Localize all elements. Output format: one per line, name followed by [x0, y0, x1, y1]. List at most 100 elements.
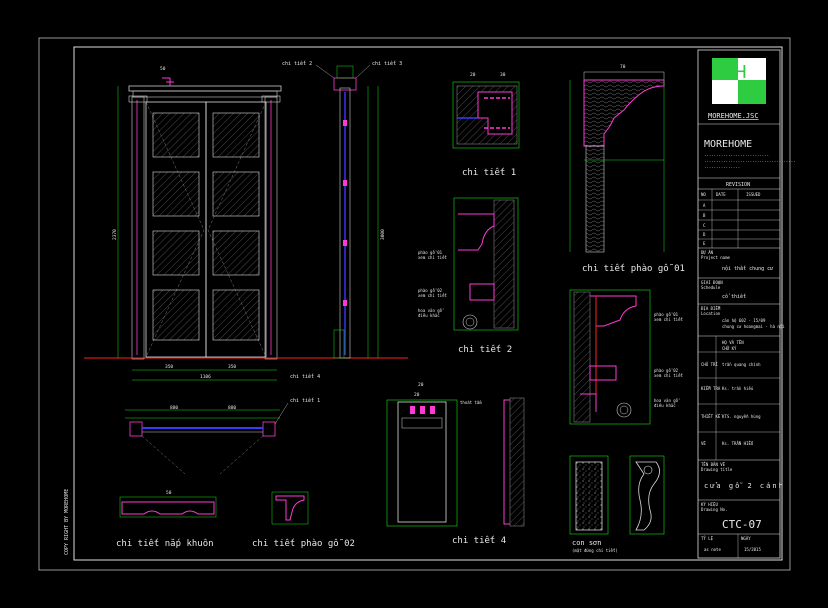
scale-value: as note: [704, 547, 721, 552]
label-detail-4: chi tiết 4: [452, 535, 506, 546]
note-deco2: điêu khắc: [418, 313, 440, 318]
brand-sub-0: ...........................: [704, 152, 769, 157]
label-detail-2: chi tiết 2: [458, 344, 512, 355]
location-line-0: căn hộ 602 - 15/09: [722, 318, 766, 323]
rev-row-e: E: [703, 241, 706, 246]
rev-row-b: B: [703, 213, 706, 218]
door-width-dim: 1106: [200, 374, 211, 380]
role-0: CHỦ TRÌ: [701, 362, 718, 367]
tag-detail-1: chi tiết 1: [290, 397, 320, 404]
drawing-title-label: TÊN BẢN VẼ: [701, 462, 726, 467]
company-logo: MH MOREHOME.JSC: [708, 58, 766, 120]
phase-label-en: Schedule: [701, 285, 721, 290]
note-d4: thoát tấm: [460, 400, 482, 405]
role-2-name: KTS. nguyễn hùng: [722, 414, 761, 419]
role-1: KIỂM TRA: [701, 386, 721, 391]
note-right-b2: xem chi tiết: [654, 373, 683, 378]
project-label-en: Project name: [701, 255, 730, 260]
tag-detail-3: chi tiết 3: [372, 60, 402, 67]
logo-letters: MH: [718, 62, 747, 83]
role-2: THIẾT KẾ: [701, 414, 722, 419]
console-detail: con sơn (mặt đứng chi tiết): [569, 455, 665, 553]
label-cornice-01: chi tiết phào gỗ 01: [582, 263, 685, 274]
detail-4: 20 20 thoát tấm chi tiết 4: [386, 382, 525, 546]
rev-col-issued: ISSUED: [746, 192, 761, 197]
detail-3-section: phào gỗ 01 xem chi tiết phào gỗ 02 xem c…: [569, 289, 683, 425]
label-detail-1: chi tiết 1: [462, 167, 516, 178]
drawing-no-label: KÝ HIỆU: [701, 502, 718, 507]
note-right-c2: điêu khắc: [654, 403, 676, 408]
side-total-dim: 3000: [380, 229, 386, 240]
note-right-b: phào gỗ 02: [654, 368, 679, 373]
project-label: DỰ ÁN: [701, 250, 714, 255]
cover-molding-detail: 50 chi tiết nắp khuôn: [116, 490, 217, 549]
role-0-name: trần quang chính: [722, 362, 761, 367]
rev-row-d: D: [703, 232, 706, 237]
note-cornice-b: phào gỗ 02: [418, 288, 443, 293]
drawing-title-label-en: Drawing title: [701, 467, 733, 472]
tag-detail-2: chi tiết 2: [282, 60, 312, 67]
svg-text:350: 350: [228, 364, 236, 370]
brand-sub-2: ...............: [704, 164, 740, 169]
detail-2: phào gỗ 01 xem chi tiết phào gỗ 02 xem c…: [418, 197, 519, 355]
date-value: 15/2015: [744, 547, 761, 552]
note-right-a2: xem chi tiết: [654, 317, 683, 322]
leaf-width-dim: 880: [170, 405, 178, 411]
drawing-no-label-en: Drawing No.: [701, 507, 728, 512]
role-3: VẼ: [701, 441, 706, 446]
role-1-name: Ks. trần hiếu: [722, 386, 754, 391]
door-elevation: 350 350 1106 2370 50: [84, 66, 408, 381]
phase-value: cổ thiết: [722, 293, 746, 300]
label-console: con sơn: [572, 539, 602, 547]
location-label-en: Location: [701, 311, 721, 316]
note-cornice-a2: xem chi tiết: [418, 255, 447, 260]
scale-label: TỶ LỆ: [701, 536, 714, 541]
logo-name: MOREHOME.JSC: [708, 112, 759, 120]
note-cornice-a: phào gỗ 01: [418, 250, 443, 255]
svg-text:20: 20: [418, 382, 424, 388]
label-cornice-02: chi tiết phào gỗ 02: [252, 538, 355, 549]
cornice-01-detail: 70 chi tiết phào gỗ 01: [569, 64, 685, 274]
brand-name: MOREHOME: [704, 139, 752, 150]
rev-row-a: A: [703, 203, 706, 208]
svg-text:350: 350: [165, 364, 173, 370]
inner-frame: [73, 46, 783, 561]
note-right-c: hoa văn gỗ: [654, 398, 680, 403]
svg-text:50: 50: [160, 66, 166, 72]
door-height-dim: 2370: [112, 229, 118, 240]
label-console-sub: (mặt đứng chi tiết): [572, 548, 618, 553]
svg-text:880: 880: [228, 405, 236, 411]
drawing-number: CTC-07: [722, 518, 762, 531]
svg-text:20: 20: [470, 72, 476, 78]
phase-label: GIAI ĐOẠN: [701, 280, 723, 285]
note-right-a: phào gỗ 01: [654, 312, 679, 317]
svg-text:20: 20: [414, 392, 420, 398]
rev-col-no: NO: [701, 192, 706, 197]
drawing-title: cửa gỗ 2 cánh: [704, 482, 785, 490]
date-label: NGÀY: [741, 536, 751, 541]
svg-text:50: 50: [166, 490, 172, 496]
door-plan-section: 880 880 chi tiết 1: [125, 397, 320, 475]
location-label: ĐỊA ĐIỂM: [701, 306, 721, 311]
rev-col-date: DATE: [716, 192, 726, 197]
note-cornice-b2: xem chi tiết: [418, 293, 447, 298]
tag-detail-4: chi tiết 4: [290, 373, 320, 380]
project-name: nội thất chung cư: [722, 265, 773, 272]
detail-1: 20 30 chi tiết 1: [452, 72, 520, 178]
cornice-02-detail: chi tiết phào gỗ 02: [252, 491, 355, 549]
label-cover-molding: chi tiết nắp khuôn: [116, 538, 214, 549]
svg-text:30: 30: [500, 72, 506, 78]
title-block: MH MOREHOME.JSC MOREHOME ...............…: [697, 49, 796, 559]
brand-sub-1: ......................................: [704, 158, 796, 163]
location-line-1: chung cư hoangmai - hà nội: [722, 324, 785, 329]
role-3-name: Ks. TRẦN HIẾU: [722, 441, 754, 446]
rev-row-c: C: [703, 223, 706, 228]
copyright-text: COPY RIGHT BY MOREHOME: [64, 489, 70, 555]
role-header-sign: CHỮ KÝ: [722, 346, 737, 351]
svg-text:70: 70: [620, 64, 626, 70]
note-deco: hoa văn gỗ: [418, 308, 444, 313]
outer-frame: [38, 37, 791, 571]
revision-title: REVISION: [726, 182, 750, 188]
role-header-name: HỌ VÀ TÊN: [722, 340, 744, 345]
